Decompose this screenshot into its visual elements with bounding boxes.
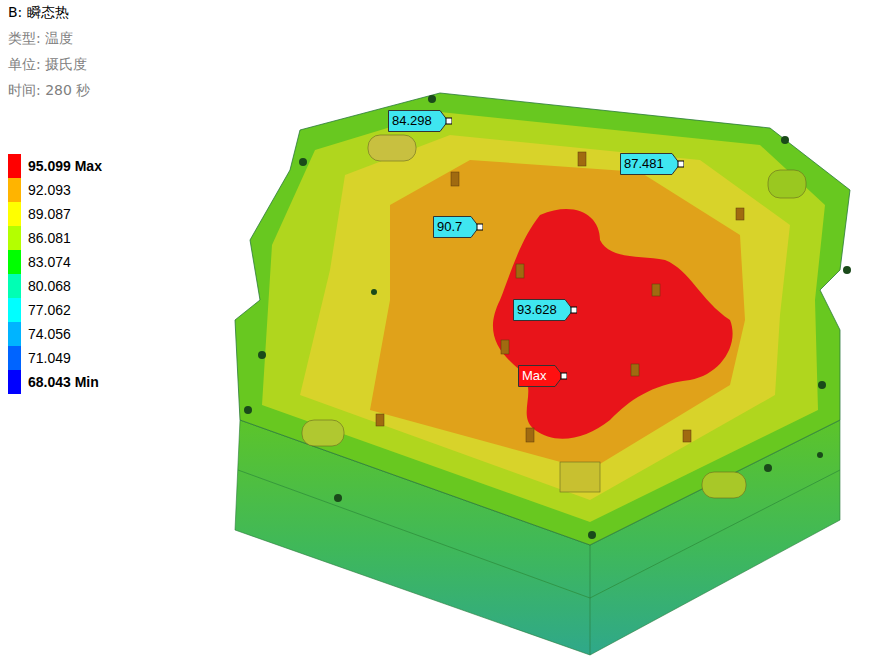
bosses bbox=[302, 135, 806, 498]
legend-value: 83.074 bbox=[28, 254, 71, 270]
legend-swatch bbox=[8, 298, 21, 322]
legend-swatch bbox=[8, 250, 21, 274]
holes bbox=[244, 95, 851, 539]
legend-swatch bbox=[8, 226, 21, 250]
legend-swatch bbox=[8, 274, 21, 298]
plate-top bbox=[235, 93, 850, 545]
callout-value: 87.481 bbox=[620, 153, 684, 175]
legend-swatch bbox=[8, 322, 21, 346]
legend-value: 71.049 bbox=[28, 350, 71, 366]
legend-value: 95.099 Max bbox=[28, 158, 102, 174]
callout-flag: 84.298 bbox=[388, 110, 452, 132]
legend-value: 86.081 bbox=[28, 230, 71, 246]
legend-value: 80.068 bbox=[28, 278, 71, 294]
legend-value: 92.093 bbox=[28, 182, 71, 198]
legend-value: 68.043 Min bbox=[28, 374, 99, 390]
callout-value: 84.298 bbox=[388, 110, 452, 132]
callout-value: 90.7 bbox=[433, 216, 483, 238]
legend-swatch bbox=[8, 370, 21, 394]
callout-value: Max bbox=[518, 365, 567, 387]
callout-flag: 87.481 bbox=[620, 153, 684, 175]
legend-value: 89.087 bbox=[28, 206, 71, 222]
callout-value: 93.628 bbox=[513, 299, 577, 321]
callout-flag: Max bbox=[518, 365, 567, 387]
plot-title: B: 瞬态热 bbox=[8, 4, 69, 22]
info-line: 单位: 摄氏度 bbox=[8, 56, 87, 74]
pins bbox=[376, 152, 744, 442]
info-line: 类型: 温度 bbox=[8, 30, 73, 48]
legend-swatch bbox=[8, 154, 21, 178]
legend-value: 74.056 bbox=[28, 326, 71, 342]
info-line: 时间: 280 秒 bbox=[8, 82, 90, 100]
legend-value: 77.062 bbox=[28, 302, 71, 318]
legend-swatch bbox=[8, 346, 21, 370]
callout-flag: 93.628 bbox=[513, 299, 577, 321]
callout-flag: 90.7 bbox=[433, 216, 483, 238]
legend-swatch bbox=[8, 202, 21, 226]
legend-swatch bbox=[8, 178, 21, 202]
